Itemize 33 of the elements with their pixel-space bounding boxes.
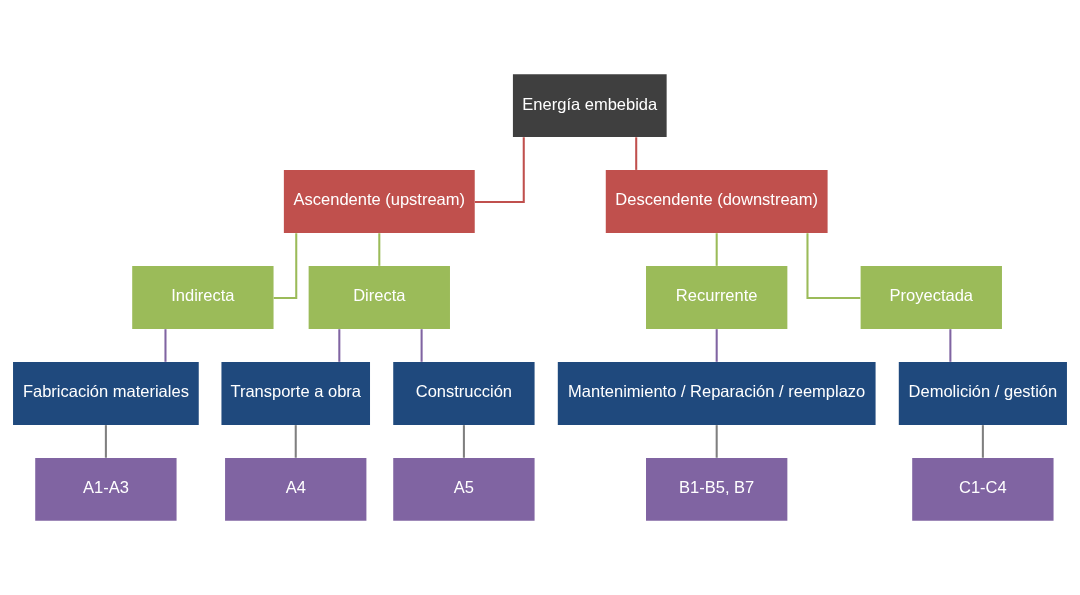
node-box: Indirecta <box>132 266 274 329</box>
node-box: Demolición / gestión <box>898 362 1067 425</box>
node-box: Proyectada <box>860 266 1002 329</box>
connector <box>420 329 423 362</box>
node-box: Directa <box>308 266 450 329</box>
connector <box>294 425 297 458</box>
connector <box>164 329 167 362</box>
node-box: Ascendente (upstream) <box>283 170 475 233</box>
connector <box>635 137 638 170</box>
connector <box>981 425 984 458</box>
connector <box>715 233 718 266</box>
node-box: A5 <box>393 457 535 521</box>
connector <box>715 425 718 458</box>
connector <box>715 329 718 362</box>
node-box: Mantenimiento / Reparación / reemplazo <box>557 362 876 425</box>
connector <box>338 329 341 362</box>
node-box: B1-B5, B7 <box>646 457 788 521</box>
connector <box>104 425 107 458</box>
connector <box>474 137 525 204</box>
node-box: Construcción <box>393 362 535 425</box>
node-box: Energía embebida <box>512 74 667 138</box>
node-box: Fabricación materiales <box>13 362 199 425</box>
node-box: C1-C4 <box>912 457 1054 521</box>
node-box: Recurrente <box>646 266 788 329</box>
connector <box>273 233 298 300</box>
node-box: A4 <box>225 457 367 521</box>
connector <box>462 425 465 458</box>
node-box: A1-A3 <box>35 457 177 521</box>
connector <box>806 233 861 300</box>
connector <box>378 233 381 266</box>
node-box: Transporte a obra <box>221 362 370 425</box>
connector <box>949 329 952 362</box>
node-box: Descendente (downstream) <box>605 170 828 233</box>
